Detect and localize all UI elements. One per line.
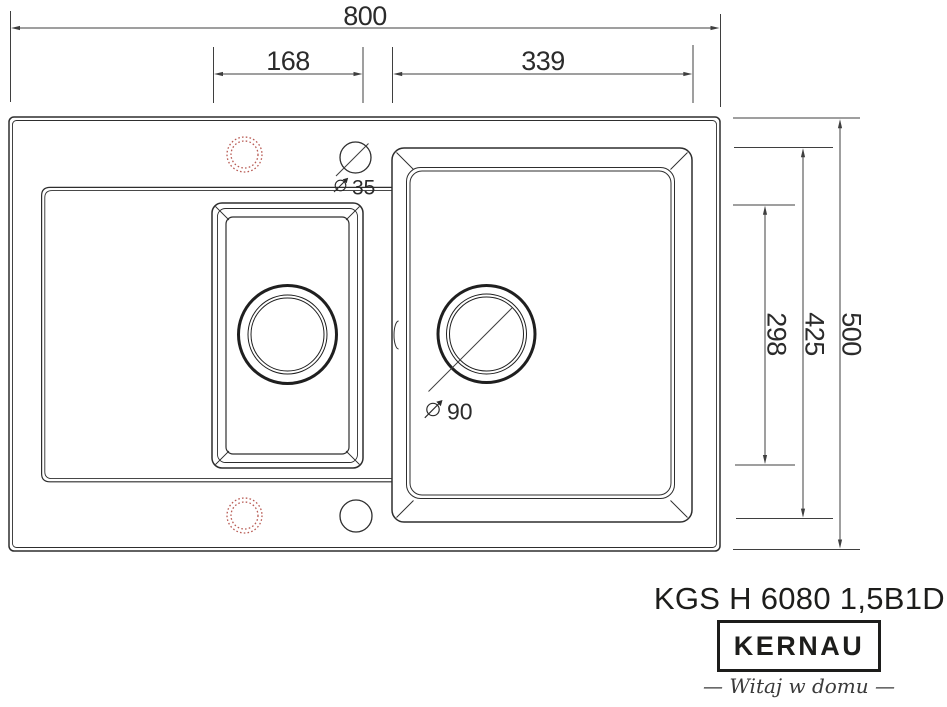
model-number: KGS H 6080 1,5B1D <box>653 581 945 616</box>
diameter-symbol-icon <box>424 400 443 419</box>
optional-tap-hole-bottom <box>226 497 263 534</box>
second-tap-hole <box>339 499 373 533</box>
tap-hole-diameter-value: 35 <box>352 177 375 200</box>
dim-main-bowl-width <box>392 45 694 103</box>
diameter-symbol-icon <box>333 177 349 193</box>
kernau-logo: KERNAU <box>717 620 881 672</box>
dim-overall-width-label: 800 <box>343 1 387 31</box>
small-bowl-drain <box>237 284 338 385</box>
dim-small-bowl-width <box>213 47 364 103</box>
dim-overall-depth-label: 500 <box>837 312 867 356</box>
optional-tap-hole-top <box>226 136 263 173</box>
main-bowl-drain <box>428 284 537 392</box>
drain-diameter-value: 90 <box>447 399 473 425</box>
dim-small-bowl-width-label: 168 <box>266 46 310 76</box>
tap-hole <box>335 141 372 177</box>
sink-outline <box>8 116 721 552</box>
dim-overall-width <box>10 11 721 107</box>
main-bowl <box>391 147 693 523</box>
drain-diameter-label: 90 <box>424 399 473 425</box>
drainer-area <box>41 186 392 483</box>
dim-inner-bowl-depth <box>733 204 795 466</box>
brand-tagline: — Witaj w domu — <box>702 674 895 698</box>
overflow-notch <box>393 320 399 350</box>
kernau-logo-text: KERNAU <box>733 630 865 661</box>
dim-main-bowl-depth-label: 425 <box>800 312 830 356</box>
dim-main-bowl-depth <box>734 147 833 519</box>
dim-inner-bowl-depth-label: 298 <box>762 312 792 356</box>
tap-hole-diameter-label: 35 <box>333 177 375 200</box>
small-bowl <box>211 202 364 469</box>
dim-main-bowl-width-label: 339 <box>521 46 565 76</box>
dim-overall-depth <box>733 117 860 550</box>
